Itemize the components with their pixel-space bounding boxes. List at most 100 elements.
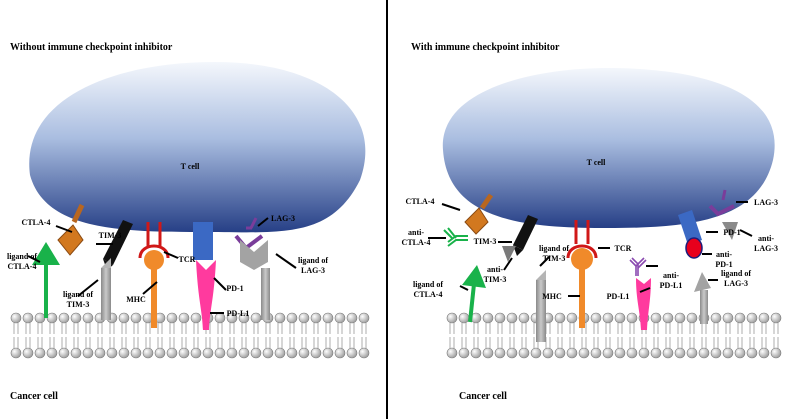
lipid-tails [593, 323, 599, 348]
label-ctla4: CTLA-4 [406, 197, 435, 206]
leader-lines [27, 217, 297, 314]
lipid-head [710, 312, 722, 324]
lipid-head [650, 347, 662, 359]
lipid-tails [617, 323, 623, 348]
lipid-tails [97, 323, 103, 348]
lipid-head [226, 312, 238, 324]
lipid-tails [509, 323, 515, 348]
label-pd1: PD-1 [723, 228, 740, 237]
lipid-head [674, 347, 686, 359]
lipid-head [58, 347, 70, 359]
lipid-head [118, 347, 130, 359]
lipid-head [470, 347, 482, 359]
lipid-tails [277, 323, 283, 348]
pd1-receptor [193, 222, 213, 260]
lipid-head [494, 312, 506, 324]
lipid-head [286, 312, 298, 324]
lipid-tails [473, 323, 479, 348]
label-anti-pdl1-line2: PD-L1 [660, 281, 683, 290]
lipid-tails [749, 323, 755, 348]
lipid-head [458, 312, 470, 324]
lipid-head [746, 347, 758, 359]
lipid-head [346, 312, 358, 324]
lipid-tails [265, 323, 271, 348]
lipid-head [202, 347, 214, 359]
lipid-tails [289, 323, 295, 348]
panel-with-inhibitor: With immune checkpoint inhibitor Cancer … [388, 0, 787, 419]
ligand-tim3 [101, 258, 111, 320]
lipid-head [154, 347, 166, 359]
lipid-head [638, 347, 650, 359]
lipid-tails [181, 323, 187, 348]
tcr-receptor [138, 222, 170, 259]
label-ligand-lag3-line2: LAG-3 [301, 266, 325, 275]
lipid-head [358, 312, 370, 324]
lipid-head [178, 347, 190, 359]
ligand-lag3 [694, 272, 711, 324]
t-cell-body [442, 68, 775, 228]
lipid-tails [485, 323, 491, 348]
label-anti-ctla4-line1: anti- [408, 228, 424, 237]
lipid-head [662, 347, 674, 359]
label-ligand-tim3-line2: TIM-3 [67, 300, 90, 309]
lipid-head [566, 347, 578, 359]
lipid-head [298, 347, 310, 359]
lipid-head [530, 347, 542, 359]
lipid-tails [581, 323, 587, 348]
lipid-head [166, 312, 178, 324]
lipid-head [590, 347, 602, 359]
lipid-head [58, 312, 70, 324]
lipid-tails [569, 323, 575, 348]
lipid-tails [761, 323, 767, 348]
pdl1-ligand [636, 278, 651, 330]
lipid-head [46, 312, 58, 324]
lipid-head [70, 347, 82, 359]
lipid-head [482, 347, 494, 359]
lipid-head [274, 347, 286, 359]
ctla4-receptor [464, 193, 494, 235]
label-anti-tim3-line1: anti- [487, 265, 503, 274]
ligand-ctla4 [32, 242, 60, 318]
lipid-tails [629, 323, 635, 348]
lipid-tails [217, 323, 223, 348]
lipid-tails [545, 323, 551, 348]
label-pd1: PD-1 [226, 284, 243, 293]
mhc [144, 250, 164, 328]
lipid-head [106, 347, 118, 359]
lipid-tails [713, 323, 719, 348]
lipid-tails [701, 323, 707, 348]
cancer-cell-label: Cancer cell [459, 391, 507, 402]
lipid-tails [109, 323, 115, 348]
t-cell-body [29, 62, 366, 233]
lipid-head [238, 312, 250, 324]
lipid-head [554, 347, 566, 359]
label-anti-tim3-line2: TIM-3 [484, 275, 507, 284]
tcr-receptor [566, 220, 598, 259]
lipid-head [82, 347, 94, 359]
lipid-tails [13, 323, 19, 348]
lipid-head [346, 347, 358, 359]
lipid-tails [557, 323, 563, 348]
label-anti-lag3-line1: anti- [758, 234, 774, 243]
lipid-head [494, 347, 506, 359]
lipid-head [178, 312, 190, 324]
lipid-head [626, 312, 638, 324]
lipid-head [334, 347, 346, 359]
lipid-tails [313, 323, 319, 348]
label-lag3: LAG-3 [754, 198, 778, 207]
lipid-head [614, 312, 626, 324]
label-tcr: TCR [179, 255, 196, 264]
lipid-tails [605, 323, 611, 348]
lipid-head [322, 347, 334, 359]
lipid-head [722, 312, 734, 324]
diagram-left: T cell [7, 62, 370, 359]
label-pdl1: PD-L1 [227, 309, 250, 318]
label-anti-pdl1-line1: anti- [663, 271, 679, 280]
t-cell-label: T cell [587, 158, 607, 167]
lipid-head [746, 312, 758, 324]
label-pdl1: PD-L1 [607, 292, 630, 301]
lipid-tails [85, 323, 91, 348]
lipid-tails [689, 323, 695, 348]
lipid-tails [665, 323, 671, 348]
anti-lag3-antibody [722, 222, 738, 240]
